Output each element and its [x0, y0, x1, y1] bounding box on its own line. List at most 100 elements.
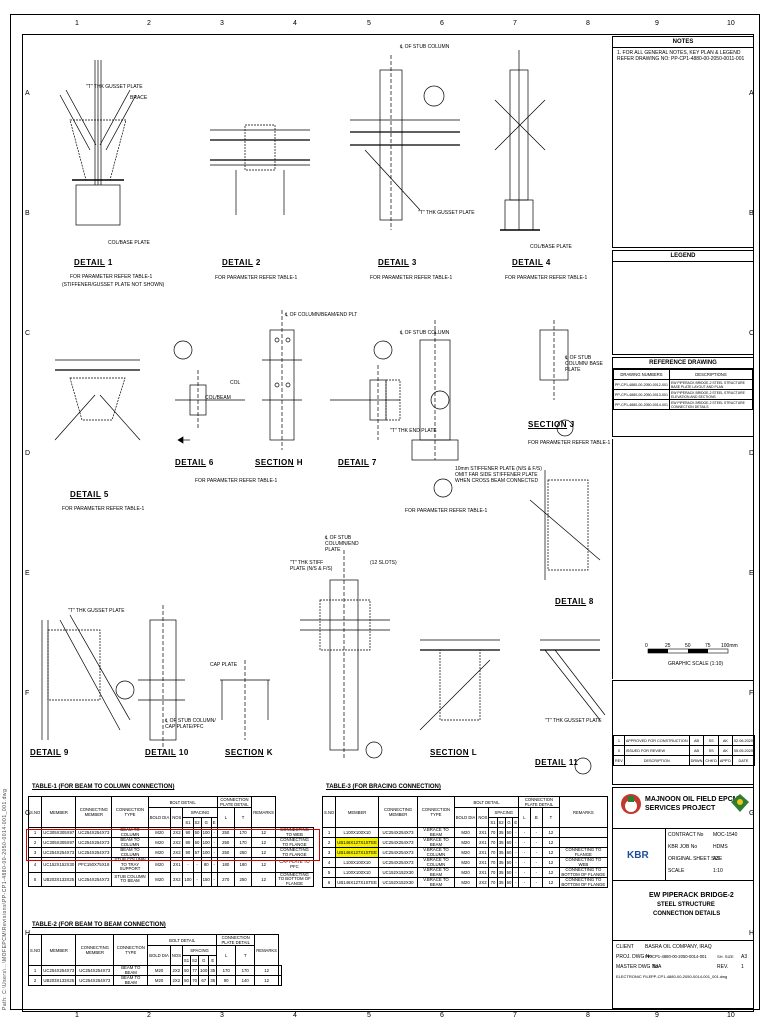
grid-column-2: 2: [147, 1012, 151, 1019]
master-label: MASTER DWG No: [616, 964, 659, 970]
table-head: CONNECTION PLATE DETAIL: [216, 796, 253, 808]
table-cell: 170: [216, 965, 237, 976]
table-cell: 170: [235, 965, 256, 976]
table-head: E: [208, 955, 218, 966]
table-cell: 50: [504, 867, 514, 878]
col-base-label-4: COL/BASE PLATE: [530, 244, 572, 250]
grid-column-1: 1: [75, 20, 79, 27]
grid-row-H: H: [749, 930, 755, 937]
table-cell: 2: [321, 837, 337, 848]
grid-row-E: E: [25, 570, 30, 577]
rev-label: REV.: [717, 964, 729, 970]
grid-column-4: 4: [293, 1012, 297, 1019]
table-cell: [277, 975, 283, 986]
table-cell: V.BRACE TO COLUMN: [417, 847, 455, 858]
table-cell: UC254X254X73: [41, 847, 77, 858]
detail-10-title: DETAIL 10: [145, 748, 189, 757]
rev-number: 1: [613, 735, 625, 746]
table-head: CONNECTION PLATE DETAIL: [216, 934, 256, 946]
table-head: NOS: [170, 807, 184, 828]
table-head: E: [512, 817, 520, 828]
table-cell: 70: [488, 827, 498, 838]
detail-7-ref: FOR PARAMETER REFER TABLE-1: [405, 508, 488, 514]
scale-value: 1:10: [713, 868, 723, 874]
legend-panel: LEGEND: [612, 250, 754, 355]
graphic-scale: [647, 648, 729, 654]
table-cell: -: [529, 837, 544, 848]
col-base-label-1: COL/BASE PLATE: [108, 240, 150, 246]
table-cell: 5: [321, 867, 337, 878]
table-1-title: TABLE-1 (FOR BEAM TO COLUMN CONNECTION): [32, 784, 175, 790]
section-j-title: SECTION J: [528, 420, 575, 429]
table-head: S1: [181, 955, 192, 966]
table-cell: 50: [181, 975, 192, 986]
table-head: B: [529, 807, 544, 828]
table-head: BOLT DETAIL: [453, 796, 520, 808]
sheet-label: SH. SIZE: [717, 954, 734, 959]
rev-head: REV: [613, 755, 625, 766]
table-cell: 100: [200, 847, 212, 858]
table-cell: 1: [27, 965, 43, 976]
detail-5-ref: FOR PARAMETER REFER TABLE-1: [62, 506, 145, 512]
table-cell: 50: [181, 965, 192, 976]
table-cell: 3: [321, 847, 337, 858]
table-cell: 77: [190, 965, 200, 976]
grid-row-D: D: [25, 450, 31, 457]
table-cell: BEAM TO COLUMN: [111, 847, 149, 858]
table-cell: 35: [496, 877, 506, 888]
table-head: S.NO: [27, 796, 43, 828]
table-head: G: [200, 817, 212, 828]
col-beam-label: COL/BEAM: [205, 395, 231, 401]
table-cell: V.BRACE TO BEAM: [417, 867, 455, 878]
grid-row-C: C: [749, 330, 755, 337]
table-head: BOLT DETAIL: [147, 796, 218, 808]
contract-no-label: CONTRACT No: [668, 832, 704, 838]
grid-column-3: 3: [220, 20, 224, 27]
grid-column-7: 7: [513, 1012, 517, 1019]
section-l-art: [300, 550, 390, 760]
table-head: CONNECTING MEMBER: [75, 796, 113, 828]
table-cell: 12: [254, 975, 279, 986]
detail-4-art: [494, 50, 546, 231]
table-cell: 2X2: [169, 965, 183, 976]
table-cell: 12: [542, 847, 560, 858]
grid-row-A: A: [749, 90, 754, 97]
section-k-title: SECTION K: [225, 748, 274, 757]
detail-6-art: [173, 340, 245, 444]
table-cell: M20: [453, 837, 478, 848]
rev-head: DATE: [731, 755, 755, 766]
client-value: BASRA OIL COMPANY, IRAQ: [645, 944, 712, 950]
electronic-label: ELECTRONIC FILE: [616, 974, 652, 979]
table-cell: UC254X254X73: [377, 857, 419, 868]
table-cell: -: [529, 877, 544, 888]
scale-tick-25: 25: [665, 643, 671, 649]
section-l-title: SECTION L: [430, 748, 478, 757]
table-cell: 100: [182, 871, 194, 887]
notes-panel: NOTES 1. FOR ALL GENERAL NOTES, KEY PLAN…: [612, 36, 754, 248]
detail-2-title: DETAIL 2: [222, 258, 261, 267]
table-head: SPACING: [181, 945, 218, 956]
table-cell: 2X1: [476, 857, 490, 868]
table-cell: UB203X133X25: [41, 871, 77, 887]
table-head: MEMBER: [41, 934, 77, 966]
table-cell: UC152X152X30: [377, 877, 419, 888]
grid-column-8: 8: [586, 20, 590, 27]
detail-3-ref: FOR PARAMETER REFER TABLE-1: [370, 275, 453, 281]
grid-column-7: 7: [513, 20, 517, 27]
table-cell: 250: [233, 871, 253, 887]
grid-row-C: C: [25, 330, 31, 337]
table-cell: 35: [208, 965, 218, 976]
detail-1-title: DETAIL 1: [74, 258, 113, 267]
table-head: CONNECTING MEMBER: [75, 934, 115, 966]
grid-row-F: F: [25, 690, 30, 697]
table-cell: -: [518, 877, 531, 888]
rev-drwn: AB: [688, 745, 705, 756]
table-cell: 35: [496, 867, 506, 878]
